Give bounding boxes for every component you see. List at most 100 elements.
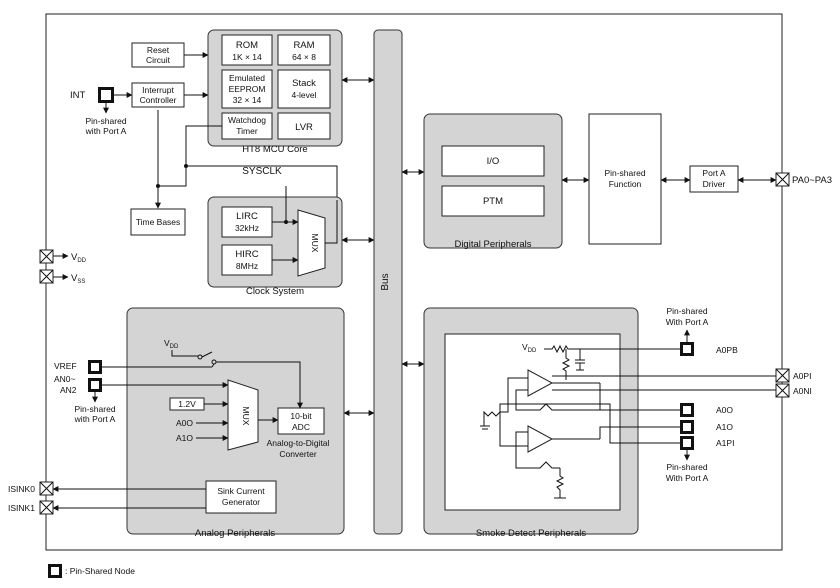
hirc-freq: 8MHz bbox=[236, 261, 258, 271]
ram-size: 64 × 8 bbox=[292, 52, 316, 62]
pa-pin-label: PA0~PA3 bbox=[792, 175, 832, 186]
legend-label: : Pin-Shared Node bbox=[65, 566, 135, 576]
isink1-label: ISINK1 bbox=[8, 503, 35, 513]
pin-shared-top-1: Pin-shared bbox=[666, 306, 707, 316]
sink-current-label-1: Sink Current bbox=[217, 486, 265, 496]
sink-current-block bbox=[205, 480, 277, 514]
a0o-label: A0O bbox=[716, 405, 733, 415]
vdd-pin bbox=[39, 249, 54, 264]
watchdog-block bbox=[221, 112, 273, 140]
port-a-driver-2: Driver bbox=[703, 179, 726, 189]
bus-label: Bus bbox=[380, 273, 391, 290]
isink0-label: ISINK0 bbox=[8, 484, 35, 494]
adc-block bbox=[277, 407, 325, 435]
opamp-0 bbox=[527, 369, 554, 397]
digital-peripherals-group bbox=[423, 113, 563, 249]
adc-caption-1: Analog-to-Digital bbox=[267, 438, 330, 448]
a0o-input-label: A0O bbox=[176, 418, 193, 428]
sink-current-label-2: Generator bbox=[222, 497, 260, 507]
smoke-detect-inner bbox=[444, 333, 621, 511]
lirc-block bbox=[221, 206, 273, 238]
interrupt-label-1: Interrupt bbox=[142, 85, 174, 95]
watchdog-label-2: Timer bbox=[236, 126, 258, 136]
rom-block bbox=[221, 34, 273, 66]
hirc-block bbox=[221, 244, 273, 276]
analog-mux bbox=[227, 379, 259, 451]
v12-label: 1.2V bbox=[178, 399, 196, 409]
adc-label-2: ADC bbox=[292, 422, 310, 432]
eeprom-label-1: Emulated bbox=[229, 73, 265, 83]
an-pin-label-1: AN0~ bbox=[54, 374, 76, 384]
int-pin-shared-2: with Port A bbox=[85, 126, 127, 136]
interrupt-label-2: Controller bbox=[140, 95, 177, 105]
hirc-label: HIRC bbox=[235, 249, 258, 260]
clock-system-label: Clock System bbox=[246, 286, 304, 297]
reset-label-2: Circuit bbox=[146, 55, 171, 65]
sysclk-label: SYSCLK bbox=[242, 166, 282, 177]
isink0-pin bbox=[39, 481, 54, 496]
an-pin-shared-1: Pin-shared bbox=[74, 404, 115, 414]
isink1-pin bbox=[39, 500, 54, 515]
analog-mux-label: MUX bbox=[241, 407, 251, 426]
port-a-driver-1: Port A bbox=[702, 168, 725, 178]
lvr-block bbox=[277, 112, 331, 140]
an-pin-label-2: AN2 bbox=[60, 385, 77, 395]
a1o-label: A1O bbox=[716, 422, 733, 432]
time-bases-block bbox=[130, 208, 186, 236]
io-label: I/O bbox=[487, 156, 500, 167]
ram-block bbox=[277, 34, 331, 66]
a1o-input-label: A1O bbox=[176, 433, 193, 443]
vref-pin-label: VREF bbox=[54, 361, 77, 371]
stack-label: Stack bbox=[292, 78, 316, 89]
digital-peripherals-label: Digital Peripherals bbox=[454, 239, 531, 250]
reset-label-1: Reset bbox=[147, 45, 170, 55]
vss-pin-label: VSS bbox=[71, 273, 85, 285]
pin-shared-bottom-2: With Port A bbox=[666, 473, 709, 483]
pin-shared-top-2: With Port A bbox=[666, 317, 709, 327]
int-pin-shared-1: Pin-shared bbox=[85, 116, 126, 126]
pin-shared-bottom-1: Pin-shared bbox=[666, 462, 707, 472]
a0pb-label: A0PB bbox=[716, 345, 738, 355]
clock-mux-label: MUX bbox=[310, 234, 320, 253]
analog-peripherals-label: Analog Peripherals bbox=[195, 528, 276, 539]
lirc-label: LIRC bbox=[236, 211, 258, 222]
a1pi-label: A1PI bbox=[716, 438, 734, 448]
smoke-vdd-label: VDD bbox=[522, 342, 537, 354]
a0pi-pin bbox=[775, 368, 790, 383]
io-block bbox=[441, 145, 545, 177]
pin-shared-function-1: Pin-shared bbox=[604, 168, 645, 178]
ptm-block bbox=[441, 185, 545, 217]
eeprom-label-2: EEPROM bbox=[229, 84, 266, 94]
eeprom-size: 32 × 14 bbox=[233, 95, 262, 105]
stack-block bbox=[277, 69, 331, 109]
eeprom-block bbox=[221, 69, 273, 109]
rom-label: ROM bbox=[236, 40, 258, 51]
vdd-pin-label: VDD bbox=[71, 252, 87, 264]
opamp-1 bbox=[527, 425, 554, 453]
clock-mux bbox=[297, 209, 326, 277]
watchdog-label-1: Watchdog bbox=[228, 115, 266, 125]
lvr-label: LVR bbox=[295, 122, 313, 133]
pin-shared-function-2: Function bbox=[609, 179, 642, 189]
time-bases-label: Time Bases bbox=[136, 217, 181, 227]
a0ni-label: A0NI bbox=[793, 386, 812, 396]
ptm-label: PTM bbox=[483, 196, 503, 207]
lirc-freq: 32kHz bbox=[235, 223, 259, 233]
smoke-detect-label: Smoke Detect Peripherals bbox=[476, 528, 587, 539]
stack-size: 4-level bbox=[291, 90, 316, 100]
pa-pin bbox=[775, 172, 790, 187]
rom-size: 1K × 14 bbox=[232, 52, 262, 62]
bus bbox=[373, 29, 403, 535]
a0pi-label: A0PI bbox=[793, 371, 811, 381]
int-pin-label: INT bbox=[70, 90, 86, 101]
a0ni-pin bbox=[775, 383, 790, 398]
vss-pin bbox=[39, 269, 54, 284]
adc-label-1: 10-bit bbox=[290, 411, 312, 421]
pin-shared-function-block bbox=[588, 113, 662, 245]
an-pin-shared-2: with Port A bbox=[74, 414, 116, 424]
mcu-core-label: HT8 MCU Core bbox=[242, 144, 307, 155]
ram-label: RAM bbox=[293, 40, 314, 51]
analog-vdd-label: VDD bbox=[164, 338, 179, 350]
adc-caption-2: Converter bbox=[279, 449, 316, 459]
